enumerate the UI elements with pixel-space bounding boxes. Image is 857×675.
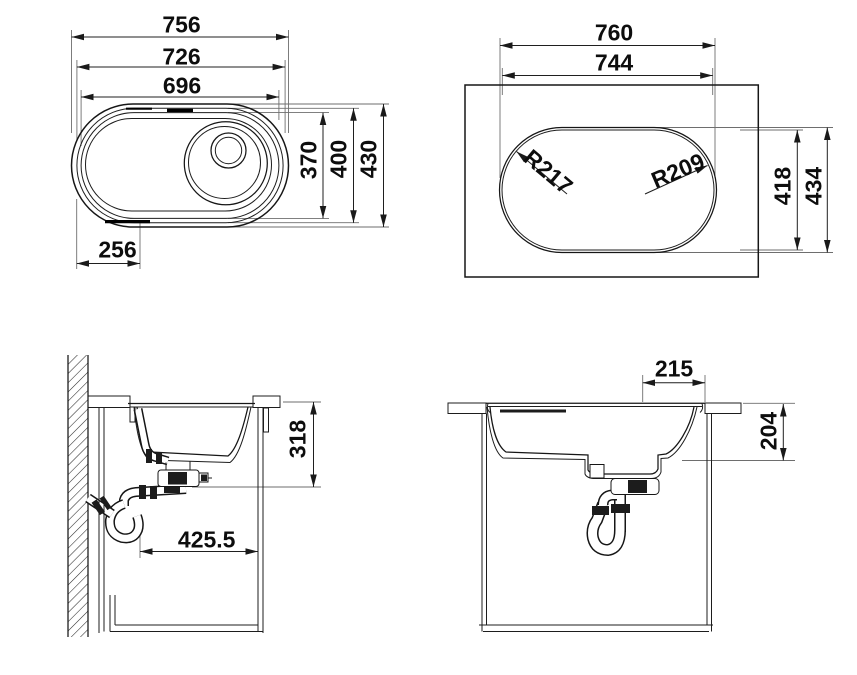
dim-cutout-width-outer: 760 bbox=[594, 19, 634, 45]
dim-plan-width-inner: 696 bbox=[162, 72, 202, 99]
view-cutout bbox=[464, 38, 833, 278]
dim-cutout-depth-inner: 418 bbox=[769, 166, 795, 206]
view-front-section bbox=[447, 375, 795, 632]
view-side-section bbox=[67, 355, 321, 637]
view-plan-sink bbox=[70, 30, 389, 269]
dim-plan-depth-mid: 400 bbox=[325, 139, 352, 178]
dim-plan-width-mid: 726 bbox=[162, 43, 201, 69]
dim-front-bowl-depth: 204 bbox=[755, 411, 782, 451]
dim-cutout-width-inner: 744 bbox=[594, 49, 634, 75]
dim-plan-drainer-width: 256 bbox=[98, 236, 137, 262]
dim-side-trap-offset: 425.5 bbox=[177, 526, 236, 553]
dim-cutout-depth-outer: 434 bbox=[800, 166, 826, 206]
dim-front-drain-offset: 215 bbox=[654, 355, 694, 382]
dim-plan-depth-inner: 370 bbox=[295, 140, 322, 180]
dim-plan-depth-outer: 430 bbox=[355, 139, 382, 178]
dim-plan-width-outer: 756 bbox=[162, 11, 201, 38]
dim-side-bowl-depth: 318 bbox=[284, 419, 310, 458]
